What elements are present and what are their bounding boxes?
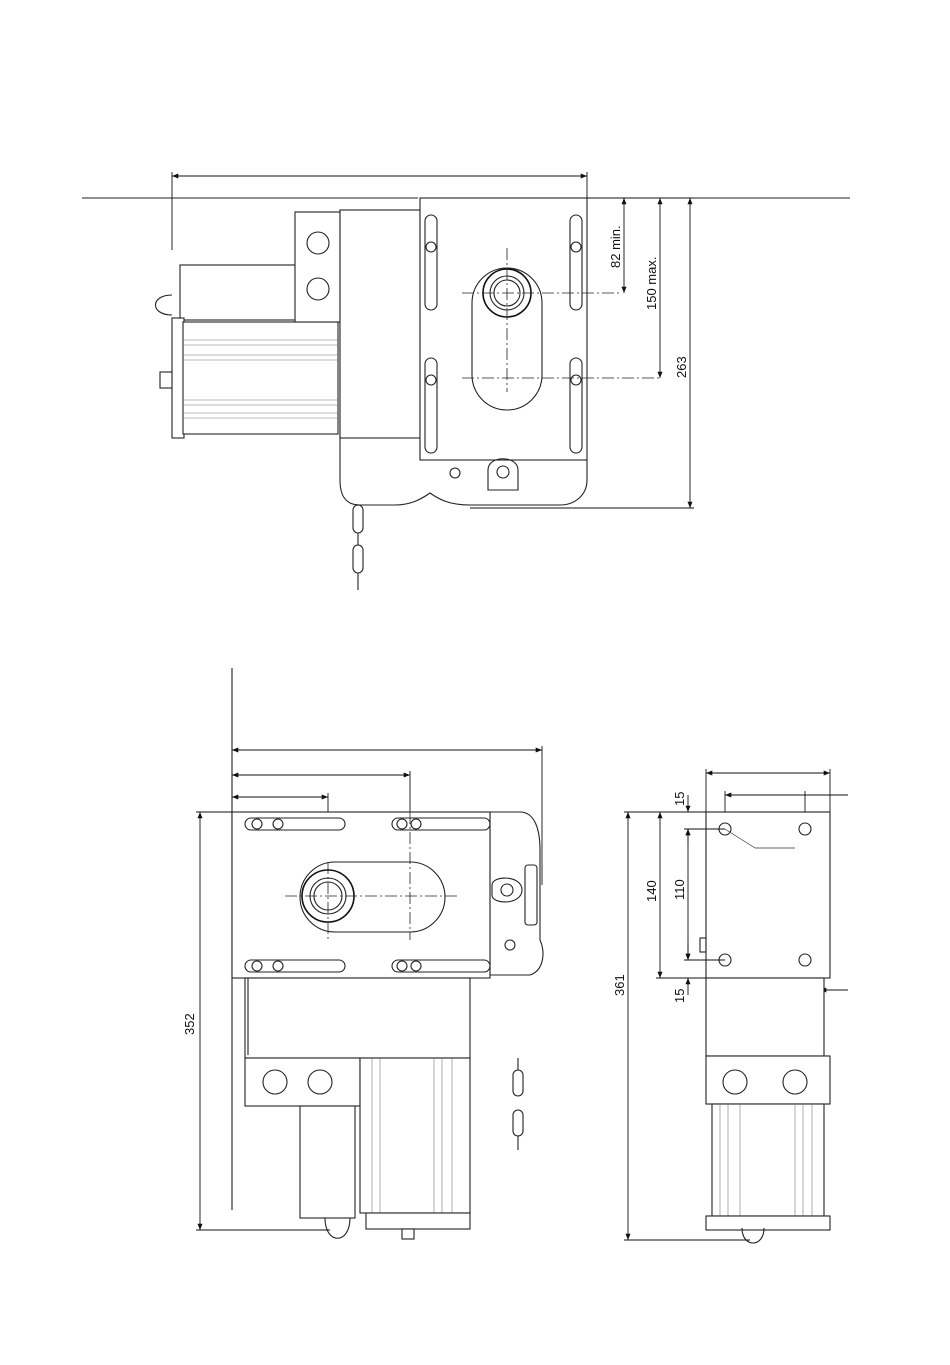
side-gearbox [706,978,830,1243]
side-view: 15 140 110 15 361 [612,769,848,1243]
mounting-plate-front [232,812,522,978]
dim-15-bottom: 15 [672,943,688,1003]
label-361: 361 [612,974,627,996]
label-263: 263 [674,356,689,378]
chain-front [513,1058,523,1150]
chain-top [353,505,363,590]
label-110: 110 [672,879,687,900]
dim-150-max: 150 max. [628,198,664,378]
dim-82-min: 82 min. [587,198,628,293]
gearbox-front [245,978,470,1239]
label-150-max: 150 max. [644,257,659,310]
label-140: 140 [644,880,659,902]
side-plate [700,812,830,978]
front-view: 352 [182,668,543,1239]
side-cover-front [490,812,543,975]
label-15-bottom: 15 [672,989,687,1003]
top-view: 82 min. 150 max. 263 [82,172,850,590]
label-352: 352 [182,1013,197,1035]
label-15-top: 15 [672,792,687,806]
motor-assembly-top [156,212,346,438]
label-82-min: 82 min. [608,225,623,268]
